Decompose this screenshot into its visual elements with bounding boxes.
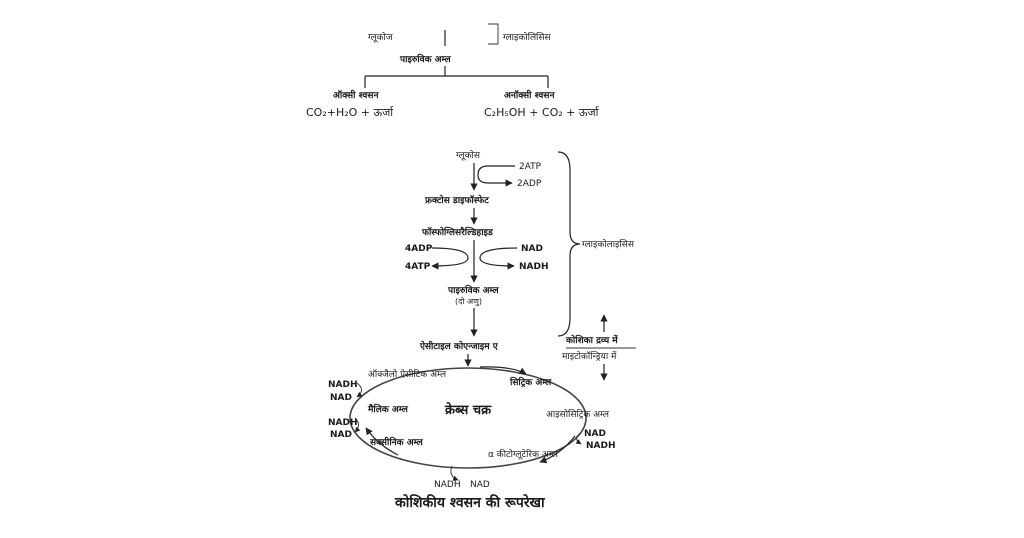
cytoplasm-label: कोशिका द्रव्य में [565,334,619,346]
krebs-bottom-nad-curve [450,465,459,481]
krebs-isocitric-label: आइसोसिट्रिक अम्ल [546,408,610,420]
gly-4atp-label: 4ATP [405,262,431,272]
krebs-nadh-left2-label: NADH [328,418,358,428]
diagram-caption: कोशिकीय श्वसन की रूपरेखा [394,494,546,511]
krebs-center-label: क्रेब्स चक्र [444,402,492,418]
krebs-nadh-left1-label: NADH [328,380,358,390]
krebs-cycle-arrow-left [365,427,399,456]
glycolysis-brace [557,151,581,337]
krebs-oxaloacetic-label: ऑक्जैलो ऐसीटिक अम्ल [368,368,447,380]
top-aerobic-label: ऑक्सी श्वसन [333,89,380,101]
krebs-cycle-ring [349,367,587,469]
top-glycolysis-label: ग्लाइकोलिसिस [503,31,551,43]
krebs-citric-label: सिट्रिक अम्ल [509,376,552,388]
gly-pyruvic-label: पाइरुविक अम्ल [447,284,499,296]
gly-2adp-label: 2ADP [517,179,542,189]
mitochondria-label: माइटोकॉन्ड्रिया में [562,350,617,362]
top-aerobic-products: CO₂+H₂O + ऊर्जा [306,106,394,119]
gly-fructose-label: फ्रक्टोस डाइफॉस्फेट [424,194,489,206]
krebs-left-upper-curve [356,382,363,398]
krebs-malic-label: मैलिक अम्ल [367,403,409,415]
krebs-cycle-arrow-top [479,366,527,375]
top-anaerobic-label: अनॉक्सी श्वसन [504,89,556,101]
gly-nad-label: NAD [521,244,543,254]
gly-2atp-label: 2ATP [519,162,542,172]
krebs-acetyl-label: ऐसीटाइल कोएन्जाइम ए [419,340,499,352]
krebs-nad-left2-label: NAD [330,430,352,440]
gly-atp-curve [477,165,515,187]
krebs-succinic-label: सक्सीनिक अम्ल [369,436,424,448]
gly-nad-curve [479,247,518,270]
krebs-cycle-arrow-right [539,435,576,464]
krebs-left-lower-curve [354,417,361,433]
gly-two-molecules-label: (दो अणु) [455,296,482,307]
krebs-right-nad-curve [575,432,582,445]
krebs-nad-right-label: NAD [584,429,606,439]
gly-nadh-label: NADH [519,262,549,272]
gly-pgal-label: फॉस्फोग्लिसरैल्डिहाइड [421,226,494,238]
krebs-alpha-label: α कीटोग्लूटेरिक अम्ल [488,448,559,460]
krebs-nad-bottom-label: NAD [470,480,490,490]
top-glucose-label: ग्लूकोज [368,31,393,43]
brace-glycolysis-label: ग्लाइकोलाइसिस [582,238,635,250]
top-pyruvic-label: पाइरुविक अम्ल [399,53,451,65]
gly-glucose-label: ग्लूकोस [456,149,481,161]
top-glycolysis-bracket [488,23,499,45]
gly-atp4-curve [431,247,469,270]
krebs-nadh-bottom-label: NADH [434,480,461,490]
gly-4adp-label: 4ADP [405,244,433,254]
krebs-nadh-right-label: NADH [586,441,616,451]
top-anaerobic-products: C₂H₅OH + CO₂ + ऊर्जा [484,106,600,119]
krebs-nad-left1-label: NAD [330,393,352,403]
